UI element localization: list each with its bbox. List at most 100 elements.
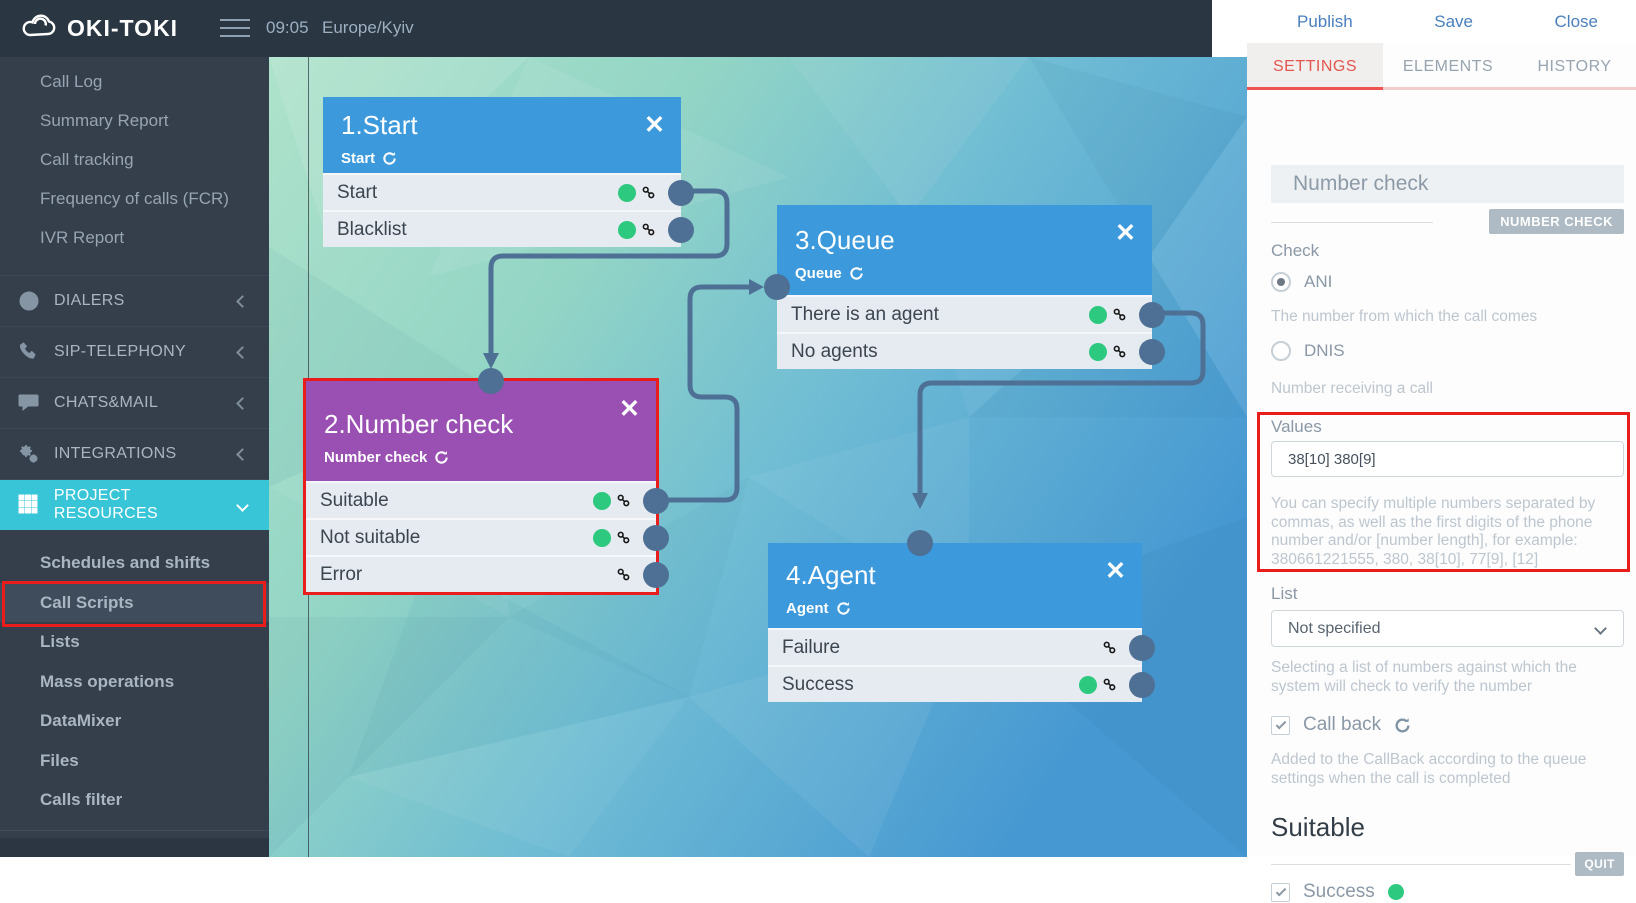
node-row-not-suitable[interactable]: Not suitable	[306, 518, 669, 555]
sidebar-item-datamixer[interactable]: DataMixer	[40, 711, 122, 730]
sidebar-divider	[0, 830, 269, 831]
sidebar-item-ivr-report[interactable]: IVR Report	[40, 228, 125, 247]
output-port[interactable]	[643, 562, 669, 588]
node-queue[interactable]: 3.Queue Queue ✕ There is an agent No age…	[777, 205, 1165, 369]
input-port-agent[interactable]	[907, 530, 933, 556]
sidebar-item-project-resources[interactable]: PROJECT RESOURCES	[0, 479, 269, 530]
radio-dnis[interactable]: DNIS	[1271, 341, 1345, 361]
grid-icon	[18, 494, 40, 516]
node-agent[interactable]: 4.Agent Agent ✕ Failure Success	[768, 543, 1155, 702]
checkbox-icon[interactable]	[1271, 715, 1290, 735]
tab-history[interactable]: HISTORY	[1537, 57, 1612, 75]
sidebar-item-dialers[interactable]: DIALERS	[0, 275, 269, 326]
refresh-icon[interactable]	[1394, 717, 1411, 734]
save-button[interactable]: Save	[1434, 11, 1474, 31]
ani-hint: The number from which the call comes	[1271, 308, 1538, 325]
phone-icon	[18, 341, 40, 363]
sidebar: Call Log Summary Report Call tracking Fr…	[0, 57, 269, 857]
output-port[interactable]	[1139, 302, 1165, 328]
sidebar-item-call-tracking[interactable]: Call tracking	[40, 150, 134, 169]
sidebar-item-sip-telephony[interactable]: SIP-TELEPHONY	[0, 326, 269, 377]
sidebar-item-label: CHATS&MAIL	[54, 394, 159, 411]
node-start[interactable]: 1.Start Start ✕ Start Blacklist	[323, 97, 694, 247]
panel-content: NUMBER CHECK Check ANI The number from w…	[1247, 90, 1636, 902]
input-port-number-check[interactable]	[478, 368, 504, 394]
node-row-success[interactable]: Success	[768, 665, 1155, 702]
element-name-input[interactable]	[1271, 165, 1624, 203]
output-port[interactable]	[668, 217, 694, 243]
node-title: 4.Agent	[786, 560, 876, 590]
tab-elements[interactable]: ELEMENTS	[1402, 57, 1494, 75]
refresh-icon[interactable]	[434, 450, 449, 465]
clock-icon	[18, 290, 40, 312]
callback-checkbox-row[interactable]: Call back	[1271, 714, 1411, 736]
sidebar-item-lists[interactable]: Lists	[40, 632, 80, 651]
sidebar-item-mass-operations[interactable]: Mass operations	[40, 671, 175, 691]
output-port[interactable]	[1129, 672, 1155, 698]
row-label: Error	[320, 563, 363, 585]
dnis-hint: Number receiving a call	[1271, 380, 1433, 397]
refresh-icon[interactable]	[382, 151, 397, 166]
sidebar-item-fcr[interactable]: Frequency of calls (FCR)	[40, 189, 229, 208]
publish-button[interactable]: Publish	[1297, 11, 1353, 31]
arrow-icon	[749, 279, 764, 295]
link-icon	[617, 494, 630, 507]
node-header[interactable]: 4.Agent Agent ✕	[768, 543, 1142, 628]
output-port[interactable]	[1129, 635, 1155, 661]
node-header[interactable]: 2.Number check Number check ✕	[306, 381, 656, 481]
callback-label: Call back	[1303, 714, 1382, 735]
check-label: Check	[1271, 241, 1320, 260]
sidebar-item-chats-mail[interactable]: CHATS&MAIL	[0, 377, 269, 428]
sidebar-item-integrations[interactable]: INTEGRATIONS	[0, 428, 269, 479]
node-row-start[interactable]: Start	[323, 173, 694, 210]
node-row-suitable[interactable]: Suitable	[306, 481, 669, 518]
node-row-failure[interactable]: Failure	[768, 628, 1155, 665]
checkbox-icon[interactable]	[1271, 882, 1290, 902]
node-row-error[interactable]: Error	[306, 555, 669, 592]
row-label: Success	[782, 673, 854, 695]
resources-menu: Schedules and shifts Call Scripts Lists …	[0, 543, 269, 820]
close-button[interactable]: Close	[1554, 11, 1598, 31]
sidebar-item-call-log[interactable]: Call Log	[40, 72, 103, 91]
sidebar-item-schedules[interactable]: Schedules and shifts	[40, 553, 211, 572]
input-port-queue[interactable]	[764, 274, 790, 300]
refresh-icon[interactable]	[836, 601, 851, 616]
output-port[interactable]	[643, 488, 669, 514]
node-header[interactable]: 3.Queue Queue ✕	[777, 205, 1152, 295]
output-port[interactable]	[668, 180, 694, 206]
hamburger-menu-icon[interactable]	[220, 19, 250, 37]
enabled-dot	[593, 491, 611, 510]
node-row-no-agents[interactable]: No agents	[777, 332, 1165, 369]
tab-underline	[1383, 87, 1636, 90]
link-icon	[1113, 308, 1126, 321]
script-canvas[interactable]: 1.Start Start ✕ Start Blacklist 2.Number…	[269, 57, 1247, 857]
list-select[interactable]: Not specified	[1271, 610, 1624, 647]
node-row-there-is-an-agent[interactable]: There is an agent	[777, 295, 1165, 332]
radio-icon[interactable]	[1271, 272, 1291, 292]
node-type: Queue	[795, 265, 842, 282]
output-port[interactable]	[643, 525, 669, 551]
close-icon[interactable]: ✕	[619, 395, 640, 423]
close-icon[interactable]: ✕	[1115, 219, 1136, 247]
node-row-blacklist[interactable]: Blacklist	[323, 210, 694, 247]
panel-actions-bar: Publish Save Close	[1212, 0, 1636, 43]
close-icon[interactable]: ✕	[644, 111, 665, 139]
refresh-icon[interactable]	[849, 266, 864, 281]
sidebar-item-calls-filter[interactable]: Calls filter	[40, 790, 123, 809]
timezone[interactable]: Europe/Kyiv	[322, 18, 414, 37]
success-checkbox-row[interactable]: Success	[1271, 881, 1404, 903]
output-port[interactable]	[1139, 339, 1165, 365]
sidebar-item-files[interactable]: Files	[40, 750, 79, 770]
node-header[interactable]: 1.Start Start ✕	[323, 97, 681, 173]
node-number-check[interactable]: 2.Number check Number check ✕ Suitable N…	[306, 381, 669, 592]
row-label: There is an agent	[791, 303, 939, 325]
sidebar-item-summary-report[interactable]: Summary Report	[40, 111, 169, 130]
radio-icon[interactable]	[1271, 341, 1291, 361]
values-input[interactable]	[1271, 441, 1624, 477]
enabled-dot	[618, 220, 636, 239]
sidebar-item-call-scripts[interactable]: Call Scripts	[0, 582, 269, 622]
tab-settings[interactable]: SETTINGS	[1247, 43, 1383, 90]
arrow-icon	[483, 353, 499, 369]
radio-ani[interactable]: ANI	[1271, 272, 1332, 292]
close-icon[interactable]: ✕	[1105, 557, 1126, 585]
